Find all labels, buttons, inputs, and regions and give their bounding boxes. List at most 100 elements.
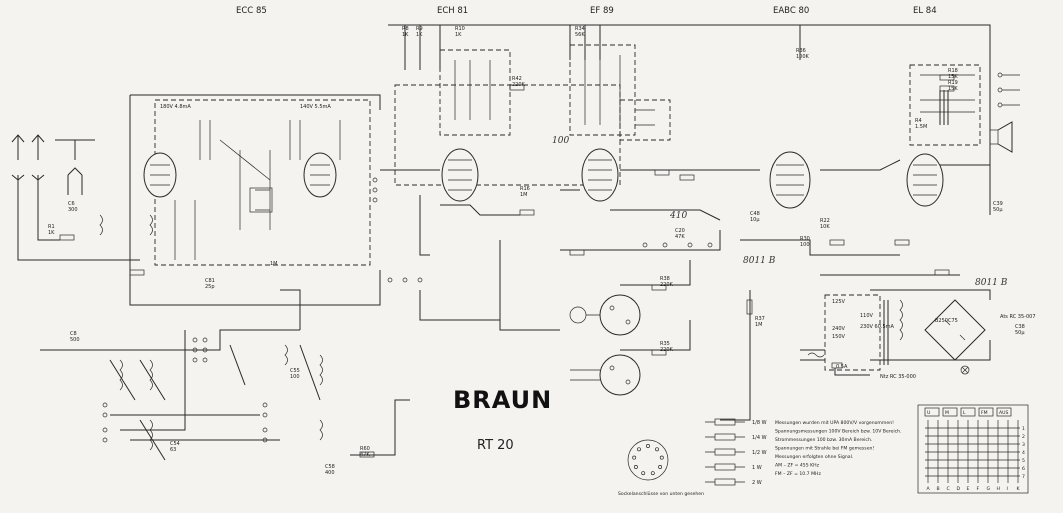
socket-pin — [658, 465, 663, 469]
tube-label-eabc80: EABC 80 — [773, 6, 809, 16]
label-125v: 110V — [860, 313, 874, 319]
switch-column-letter: D — [957, 486, 961, 492]
handwritten-note-b: 410 — [669, 211, 687, 221]
resistors — [59, 74, 955, 458]
legend-wattage: 1/8 W — [752, 420, 767, 426]
label-240v: 150V — [832, 334, 846, 340]
legend-wattage: 1 W — [752, 465, 762, 471]
switch-row-number: 1 — [1022, 426, 1025, 432]
switch-header: M — [945, 410, 949, 416]
socket-diagram: Sockelanschlüsse von unten gesehen — [618, 439, 704, 497]
switch-column-letter: F — [977, 486, 980, 492]
measurement-notes: Messungen wurden mit UPA 800V/V vorgenom… — [775, 420, 902, 477]
label-230v: Ats RC 35-007 — [1000, 314, 1036, 320]
switch-row-number: 6 — [1022, 466, 1025, 472]
tube-v2 — [441, 148, 479, 202]
socket-pin — [655, 447, 659, 452]
coil-group-left — [99, 214, 323, 461]
tube-v5 — [906, 153, 944, 207]
legend-wattage: 1/2 W — [752, 450, 767, 456]
tube-label-el84: EL 84 — [913, 6, 937, 16]
output-stage-box — [909, 64, 1020, 153]
switch-header: L — [963, 410, 966, 416]
socket-pin — [633, 465, 638, 469]
measurement-note: Messungen erfolgten ohne Signal. — [775, 454, 853, 460]
measurement-note: Messungen wurden mit UPA 800V/V vorgenom… — [775, 420, 894, 426]
tube-label-ecc85: ECC 85 — [236, 6, 267, 16]
socket-pin — [646, 444, 650, 448]
tube-v1b — [303, 152, 337, 198]
brand-logo: BRAUN — [453, 386, 552, 414]
legend-resistor-symbol — [714, 463, 736, 471]
ecc-right-voltage: 140V 5.5mA — [300, 104, 331, 110]
ecc-left-voltage: 180V 4.8mA — [160, 104, 191, 110]
antenna-symbols — [11, 134, 95, 195]
measurement-note: AM – ZF = 455 KHz — [775, 463, 820, 469]
switch-row-number: 7 — [1022, 474, 1025, 480]
switch-header: FM — [981, 410, 988, 416]
ecc85-tuner-box: 180V 4.8mA 140V 5.5mA — [154, 99, 371, 266]
switch-header: U — [927, 410, 930, 416]
switch-column-letter: H — [997, 486, 1000, 492]
label-220v: 240V — [832, 326, 846, 332]
model-name: RT 20 — [477, 438, 514, 453]
resistor-legend: 1/8 W1/4 W1/2 W1 W2 W — [705, 418, 767, 486]
legend-resistor-symbol — [714, 448, 736, 456]
measurement-note: Spannungen mit Strahle bei FM gemessen! — [775, 446, 874, 452]
switch-column-letter: G — [987, 486, 991, 492]
switch-column-letter: B — [937, 486, 940, 492]
input-sockets — [569, 294, 641, 396]
if-transformer-boxes — [394, 44, 671, 186]
switch-column-letter: C — [947, 486, 950, 492]
band-switch-contacts — [102, 177, 713, 443]
switch-row-number: 3 — [1022, 442, 1025, 448]
legend-wattage: 2 W — [752, 480, 762, 486]
label-transformer: Ntz RC 35-000 — [880, 374, 916, 380]
socket-pin — [641, 471, 646, 476]
switch-column-letter: K — [1017, 486, 1021, 492]
tube-v1a — [143, 152, 177, 198]
tube-v3 — [581, 148, 619, 202]
label-110v: 230V 60.5mA — [860, 324, 895, 330]
switch-column-letter: E — [967, 486, 970, 492]
socket-pin — [659, 455, 664, 460]
legend-resistor-symbol — [714, 478, 736, 486]
handwritten-note-d: 8011 B — [975, 278, 1008, 288]
measurement-note: FM – ZF = 10.7 MHz — [775, 471, 821, 477]
measurement-note: Strommessungen 100 bzw. 30mA Bereich. — [775, 437, 872, 443]
socket-pin — [632, 455, 637, 460]
switch-row-number: 2 — [1022, 434, 1025, 440]
legend-resistor-symbol — [714, 418, 736, 426]
measurement-note: Spannungsmessungen 100V Bereich bzw. 10V… — [775, 429, 902, 435]
socket-pin — [637, 447, 641, 452]
switch-column-letter: I — [1007, 486, 1008, 492]
handwritten-note-a: 100 — [552, 136, 569, 146]
tube-label-ef89: EF 89 — [590, 6, 614, 16]
tube-label-ech81: ECH 81 — [437, 6, 468, 16]
main-wiring — [17, 24, 991, 456]
switch-row-number: 5 — [1022, 458, 1025, 464]
